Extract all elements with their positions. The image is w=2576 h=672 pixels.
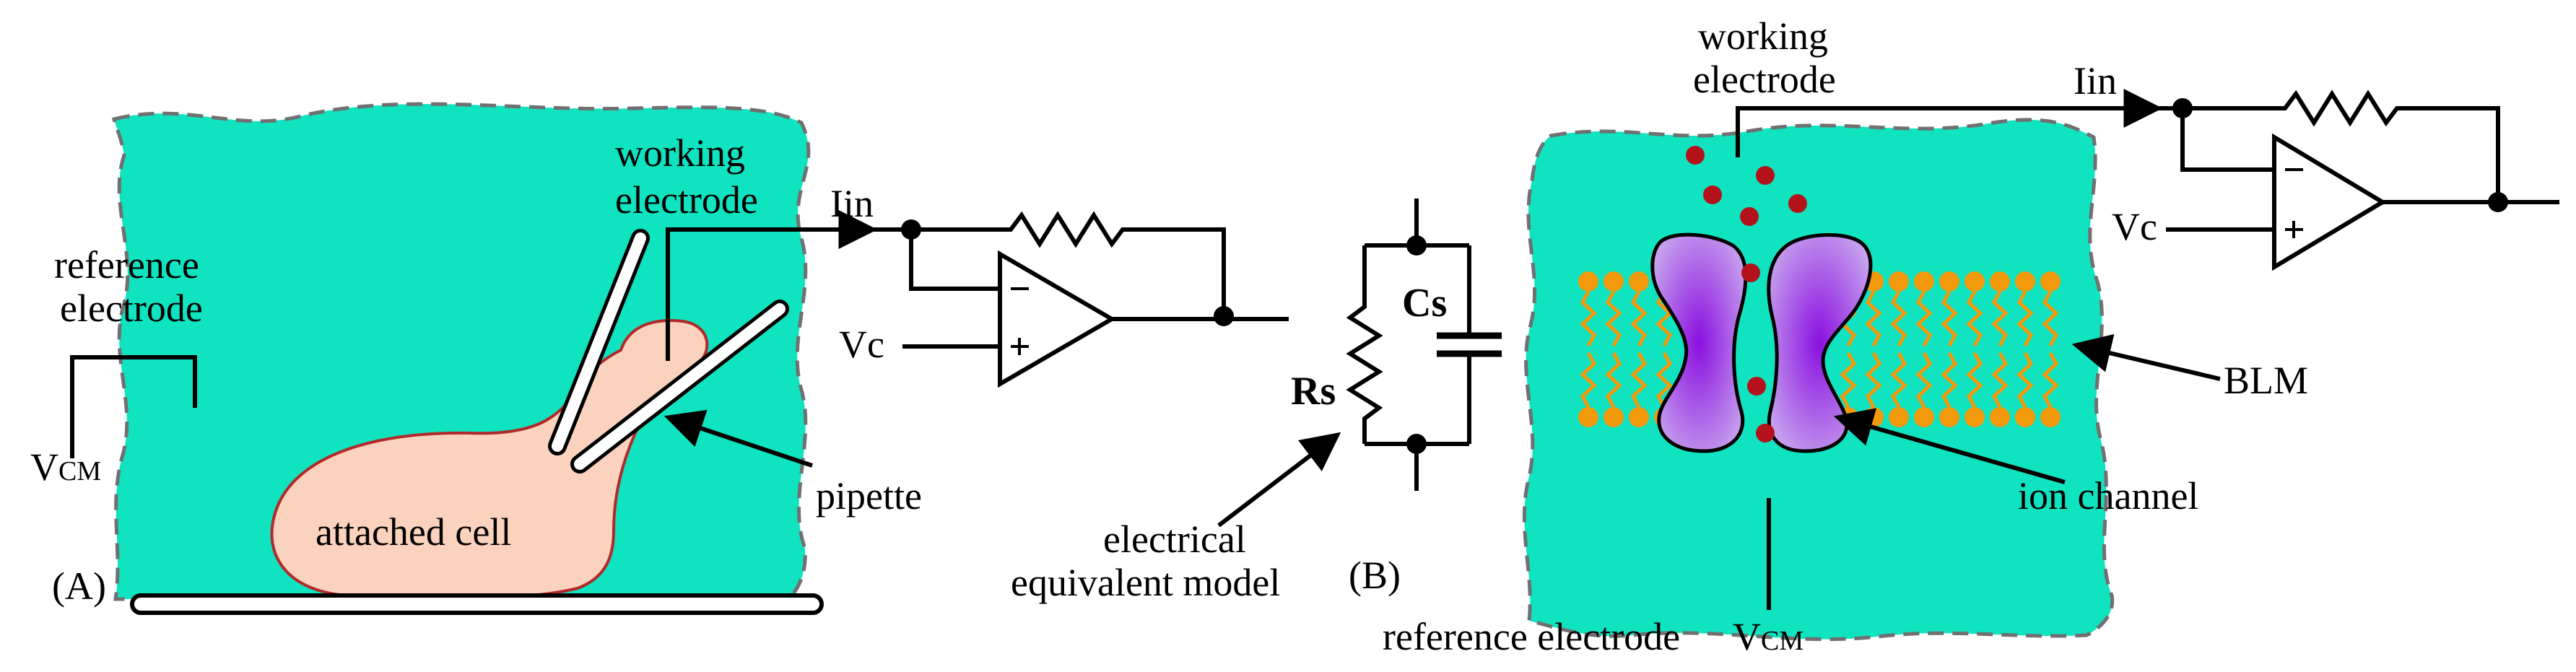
vcm-label-b: VCM: [1733, 615, 1803, 658]
working-electrode-wire-b: [1736, 89, 2163, 157]
cs-label: Cs: [1402, 281, 1447, 326]
reference-electrode-wire: [70, 355, 197, 458]
reference-electrode-label-b: reference electrode: [1383, 615, 1680, 658]
feedback-loop-a: [911, 211, 1226, 316]
vc-label-a: Vc: [839, 323, 884, 366]
equivalent-circuit: Cs Rs: [1291, 198, 1502, 491]
attached-cell-label: attached cell: [316, 510, 511, 554]
working-electrode-label-a-2: electrode: [615, 178, 758, 222]
op-amp-b: [2272, 133, 2387, 271]
ion-channel-label: ion channel: [2018, 474, 2198, 518]
pipette-left-inner: [552, 232, 646, 452]
node-output-b: [2488, 192, 2508, 212]
pipette-label: pipette: [816, 474, 922, 518]
reference-electrode-label-2: electrode: [60, 287, 203, 330]
iin-label-a: Iin: [830, 182, 874, 225]
vc-label-b: Vc: [2112, 205, 2157, 248]
op-amp-a: [998, 250, 1116, 388]
vcm-label-a: VCM: [30, 445, 101, 489]
equivalent-model-label-1: electrical: [1103, 518, 1246, 561]
bath-a: [112, 102, 811, 601]
node-output-a: [1214, 306, 1234, 326]
inverting-input-wire-a: [909, 230, 1000, 291]
panel-b: Cs Rs electrical equivalent model (B): [1011, 14, 2559, 658]
substrate: [130, 593, 824, 615]
blm-label: BLM: [2224, 359, 2308, 402]
panel-a: reference electrode VCM attached cell (A…: [30, 102, 1289, 615]
ion-channel-arrow: [1833, 408, 2066, 484]
panel-a-tag: (A): [52, 564, 106, 608]
node-iin-a: [901, 219, 921, 240]
working-electrode-label-b-2: electrode: [1693, 58, 1836, 101]
rs-label: Rs: [1291, 369, 1336, 414]
ions: [1686, 146, 1807, 442]
panel-b-tag: (B): [1349, 554, 1401, 597]
working-electrode-label-b-1: working: [1698, 14, 1828, 58]
ion-channel-left: [1650, 232, 1748, 453]
inverting-input-wire-b: [2180, 108, 2274, 172]
equivalent-model-label-2: equivalent model: [1011, 561, 1280, 604]
working-electrode-label-a-1: working: [615, 131, 745, 175]
node-iin-b: [2172, 98, 2193, 118]
pipette-arrow: [663, 409, 813, 468]
working-electrode-wire-a: [666, 210, 878, 361]
equivalent-model-arrow: [1217, 432, 1341, 528]
reference-electrode-label-1: reference: [54, 243, 199, 287]
feedback-loop-b: [2183, 90, 2500, 201]
rs-resistor: [1346, 245, 1383, 444]
pipette-right-inner: [574, 303, 786, 470]
iin-label-b: Iin: [2074, 59, 2117, 102]
blm-arrow: [2071, 333, 2221, 381]
